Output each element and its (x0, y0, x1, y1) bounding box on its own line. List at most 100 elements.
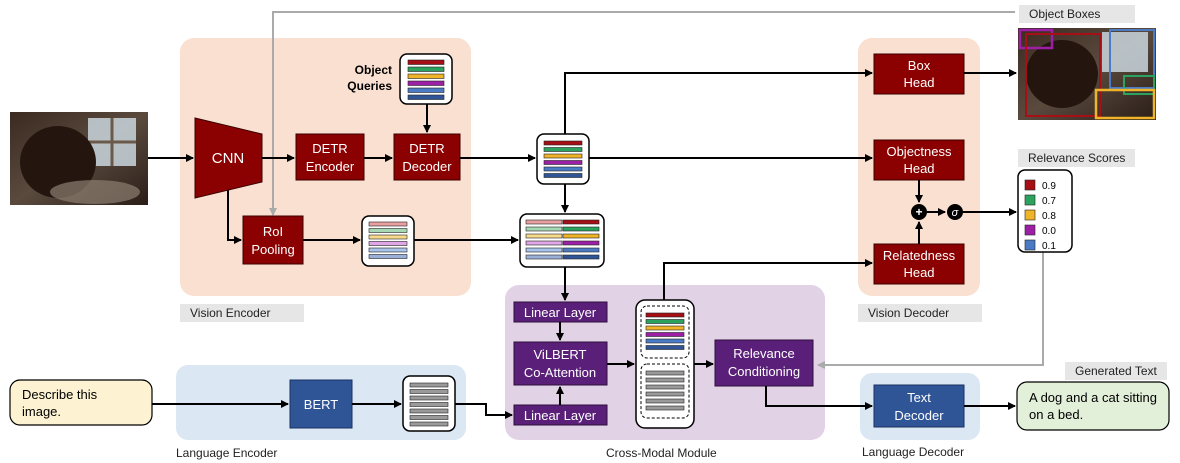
relevance-conditioning-block: Relevance Conditioning (714, 339, 814, 387)
generated-text-label: Generated Text (1065, 362, 1167, 380)
coattn-vision-stripe (645, 319, 685, 324)
roi-feature-tokens (361, 215, 415, 267)
roi-pooling-label-1: RoI (263, 224, 283, 239)
vilbert-label-2: Co-Attention (524, 365, 596, 380)
decoder-token-stripe (543, 153, 583, 159)
detr-encoder-block: DETR Encoder (295, 133, 365, 181)
language-token-stripe (409, 382, 449, 388)
bert-block: BERT (289, 379, 353, 429)
prompt-line-2: image. (22, 404, 61, 419)
language-token-stripe (409, 415, 449, 420)
objectness-head-label-2: Head (903, 161, 934, 176)
decoder-token-stripe (543, 147, 583, 152)
vision-encoder-label: Vision Encoder (180, 304, 304, 322)
generated-text-box: A dog and a cat sitting on a bed. (1016, 381, 1170, 431)
box-head-label-1: Box (908, 58, 931, 73)
box-head-block: Box Head (873, 53, 965, 95)
sigmoid-symbol: σ (952, 207, 959, 219)
concat-token-stripe-left (525, 247, 563, 253)
coattn-language-stripe (645, 370, 685, 376)
bert-label: BERT (304, 397, 338, 412)
roi-token-stripe (368, 254, 408, 259)
score-swatch (1024, 179, 1036, 191)
prompt-input-box: Describe this image. (9, 379, 153, 426)
roi-token-stripe (368, 234, 408, 240)
object-queries-label-1: Object (355, 63, 392, 77)
concat-token-stripe-left (525, 226, 563, 232)
coattn-vision-stripe (645, 332, 685, 337)
relatedness-head-label-2: Head (903, 265, 934, 280)
roi-token-stripe (368, 247, 408, 253)
generated-text-line-2: on a bed. (1029, 407, 1083, 422)
cnn-block: CNN (194, 117, 263, 199)
concat-token-stripe-left (525, 254, 563, 260)
concat-token-stripe-left (525, 219, 563, 225)
score-value: 0.7 (1042, 196, 1056, 207)
prompt-line-1: Describe this (22, 387, 98, 402)
relevance-feedback-arrow (817, 252, 1044, 369)
concat-token-stripe-right (562, 233, 600, 239)
decoder-token-stripe (543, 173, 583, 178)
detr-decoder-block: DETR Decoder (393, 133, 461, 181)
vision-decoder-label: Vision Decoder (858, 304, 982, 322)
score-value: 0.9 (1042, 181, 1056, 192)
score-swatch (1024, 224, 1036, 236)
relatedness-head-label-1: Relatedness (883, 248, 956, 263)
text-decoder-block: Text Decoder (873, 384, 965, 428)
language-token-stripe (409, 408, 449, 414)
query-token-stripe (407, 66, 445, 72)
dog-photo-icon (10, 112, 148, 205)
coattn-language-stripe (645, 384, 685, 390)
objectness-head-label-1: Objectness (886, 144, 952, 159)
query-token-stripe (407, 73, 445, 79)
object-boxes-label: Object Boxes (1019, 5, 1135, 23)
language-decoder-label: Language Decoder (862, 445, 965, 459)
concat-token-stripe-left (525, 233, 563, 239)
decoder-token-stripe (543, 140, 583, 146)
relevance-conditioning-label-2: Conditioning (728, 364, 800, 379)
relevance-scores-panel: 0.90.70.80.00.1 (1017, 169, 1073, 253)
roi-token-stripe (368, 221, 408, 227)
vilbert-label-1: ViLBERT (534, 347, 587, 362)
score-swatch (1024, 239, 1036, 251)
decoder-token-stripe (543, 166, 583, 172)
cross-modal-label: Cross-Modal Module (606, 446, 717, 460)
score-value: 0.0 (1042, 226, 1056, 237)
score-swatch (1024, 209, 1036, 221)
generated-text-line-1: A dog and a cat sitting (1029, 390, 1157, 405)
coattn-language-stripe (645, 405, 685, 411)
language-token-stripe (409, 402, 449, 407)
sum-node: + (911, 204, 927, 220)
language-token-stripe (409, 389, 449, 394)
coattn-vision-stripe (645, 338, 685, 344)
decoder-output-tokens (536, 133, 590, 185)
text-decoder-label-2: Decoder (894, 408, 944, 423)
concat-token-stripe-right (562, 226, 600, 232)
relatedness-head-block: Relatedness Head (873, 243, 965, 285)
dog-photo-with-boxes-icon (1018, 28, 1156, 120)
language-tokens (402, 375, 456, 432)
roi-pooling-label-2: Pooling (251, 242, 294, 257)
object-queries-tokens (399, 53, 453, 105)
query-token-stripe (407, 87, 445, 93)
cnn-label: CNN (212, 150, 245, 167)
relevance-scores-label: Relevance Scores (1018, 149, 1136, 167)
linear-layer-top-label: Linear Layer (524, 305, 597, 320)
object-boxes-feedback-arrow (269, 11, 1015, 216)
box-head-label-2: Head (903, 75, 934, 90)
language-token-stripe (409, 421, 449, 427)
language-token-stripe (409, 395, 449, 401)
relevance-conditioning-label-1: Relevance (733, 346, 794, 361)
objectness-head-block: Objectness Head (873, 139, 965, 181)
query-token-stripe (407, 59, 445, 65)
co-attention-output-tokens (635, 299, 695, 429)
coattn-vision-stripe (645, 312, 685, 318)
language-encoder-label: Language Encoder (176, 446, 278, 460)
concat-token-stripe-right (562, 247, 600, 253)
coattn-vision-stripe (645, 345, 685, 350)
concatenated-tokens (519, 213, 605, 268)
object-queries-label-2: Queries (347, 79, 392, 93)
score-value: 0.8 (1042, 211, 1056, 222)
